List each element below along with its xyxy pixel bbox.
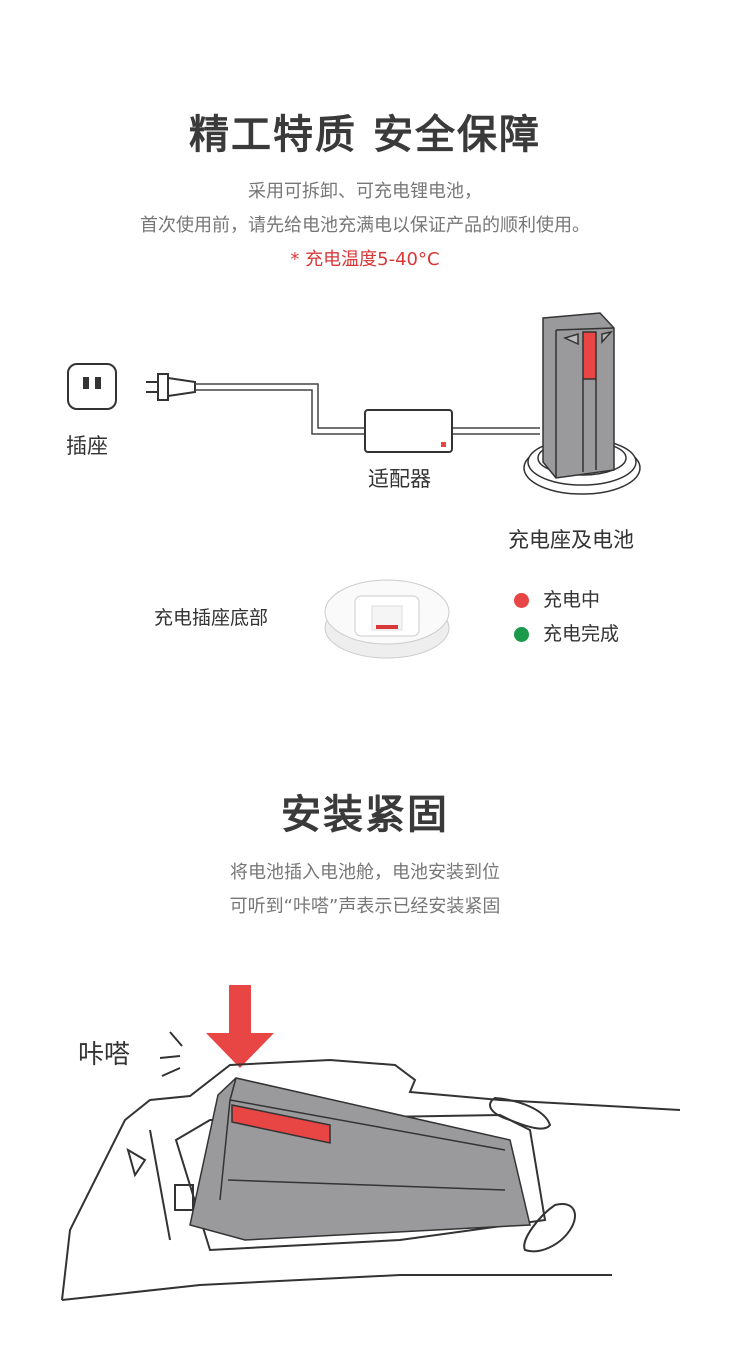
cable: [195, 383, 540, 435]
green-dot-icon: [514, 627, 529, 642]
red-dot-icon: [514, 593, 529, 608]
battery-icon: [542, 312, 615, 479]
socket-label: 插座: [66, 434, 108, 458]
plug-icon: [146, 373, 196, 401]
dock-bottom-label: 充电插座底部: [154, 607, 269, 629]
click-lines: [159, 1031, 183, 1077]
legend-label: 充电完成: [543, 623, 620, 645]
section-title-install: 安装紧固: [281, 792, 449, 838]
section-title-quality: 精工特质 安全保障: [189, 112, 541, 158]
adapter-icon: [364, 409, 453, 453]
description-line-2: 首次使用前，请先给电池充满电以保证产品的顺利使用。: [140, 215, 590, 236]
legend-charged: 充电完成: [514, 619, 619, 646]
legend-label: 充电中: [543, 589, 601, 611]
charging-diagram: [67, 312, 641, 659]
description-line-1: 采用可拆卸、可充电锂电池，: [248, 181, 482, 202]
install-description-line-1: 将电池插入电池舱，电池安装到位: [230, 862, 500, 883]
battery-inserted: [189, 1077, 531, 1241]
dock-battery-label: 充电座及电池: [508, 528, 634, 552]
install-description-line-2: 可听到“咔嗒”声表示已经安装紧固: [229, 896, 501, 917]
legend-charging: 充电中: [514, 585, 600, 612]
adapter-label: 适配器: [368, 467, 431, 491]
installation-illustration: [61, 985, 681, 1301]
device-body: [61, 1058, 681, 1301]
down-arrow-icon: [206, 985, 274, 1068]
click-sound-label: 咔嗒: [78, 1040, 131, 1070]
dock-bottom-icon: [324, 579, 450, 659]
charging-temperature-note: * 充电温度5-40°C: [290, 249, 440, 270]
wall-socket-icon: [67, 363, 117, 410]
